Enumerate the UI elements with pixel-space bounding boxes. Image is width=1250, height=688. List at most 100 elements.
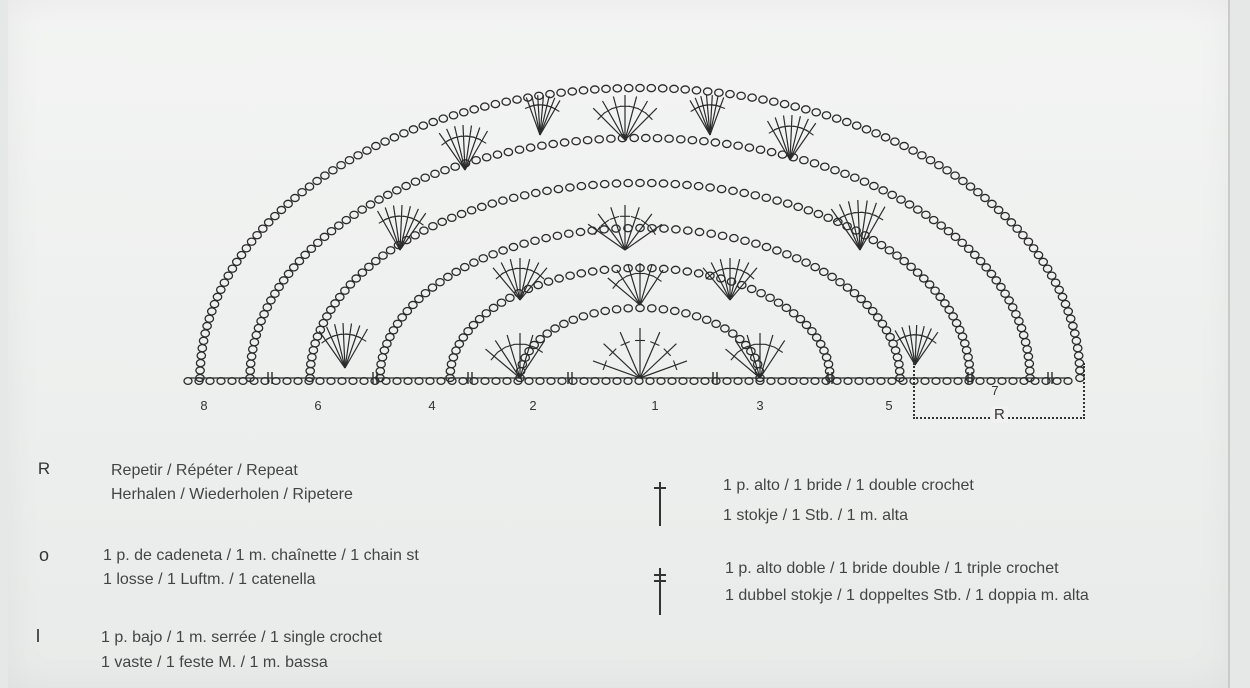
chain-stitch-290	[761, 193, 772, 203]
stitch-stem-751	[539, 95, 550, 136]
stitch-stem-729	[592, 107, 626, 141]
chain-stitch-435	[198, 336, 209, 346]
chain-stitch-282	[670, 179, 681, 189]
chain-stitch-159	[811, 333, 822, 342]
stitch-stem-673	[830, 208, 861, 251]
chain-stitch-493	[657, 84, 668, 93]
repeat-bracket-left	[913, 363, 917, 419]
chain-stitch-161	[819, 346, 829, 355]
stitch-bar-582	[737, 346, 746, 353]
chain-stitch-486	[578, 86, 589, 95]
chain-stitch-233	[894, 366, 905, 376]
chain-stitch-383	[710, 138, 721, 147]
stitch-bar-728	[804, 129, 814, 136]
stitch-stem-581	[734, 340, 761, 379]
chain-stitch-366	[514, 145, 525, 154]
chain-stitch-333	[259, 309, 269, 319]
chain-stitch-484	[556, 88, 566, 97]
chain-stitch-449	[246, 237, 257, 246]
stitch-bar-742	[644, 112, 653, 121]
chain-stitch-259	[419, 226, 429, 235]
chain-stitch-313	[944, 305, 955, 315]
stitch-stem-611	[519, 258, 531, 301]
row-label-1: 1	[651, 398, 659, 413]
chain-stitch-193	[552, 231, 563, 241]
chain-stitch-367	[525, 143, 536, 152]
stitch-stem-725	[789, 118, 809, 161]
stitch-stem-563	[639, 343, 677, 379]
triple-crochet-icon	[654, 568, 666, 615]
stitch-stem-619	[710, 262, 731, 301]
chain-stitch-92	[568, 315, 579, 325]
legend-triple-line1: 1 p. alto doble / 1 bride double / 1 tri…	[725, 560, 1059, 577]
chain-stitch-506	[800, 105, 811, 114]
chain-stitch-476	[469, 105, 480, 114]
chain-stitch-502	[758, 95, 768, 104]
chain-stitch-379	[664, 134, 674, 143]
stitch-stem-755	[539, 100, 561, 136]
chain-stitch-416	[996, 282, 1006, 292]
chain-stitch-496	[691, 86, 702, 95]
chain-stitch-137	[599, 265, 610, 275]
chain-stitch-458	[304, 182, 315, 191]
chain-stitch-205	[694, 227, 705, 237]
chain-stitch-431	[195, 366, 205, 375]
chain-stitch-447	[236, 250, 247, 260]
chain-stitch-340	[288, 263, 299, 272]
chain-stitch-393	[819, 162, 830, 171]
chain-stitch-30	[502, 376, 512, 386]
stitch-bar-596	[626, 272, 636, 277]
chain-stitch-384	[721, 139, 732, 149]
stitch-bar-584	[745, 343, 756, 348]
chain-stitch-204	[682, 226, 693, 235]
chain-stitch-28	[480, 376, 490, 386]
chain-stitch-281	[658, 179, 669, 188]
chain-stitch-98	[635, 303, 645, 313]
stitch-stem-663	[908, 325, 916, 366]
chain-stitch-215	[801, 258, 811, 267]
chain-stitch-325	[245, 366, 256, 376]
chain-stitch-100	[658, 305, 669, 314]
chain-stitch-423	[1018, 330, 1029, 340]
chain-stitch-279	[635, 178, 645, 188]
stitch-stem-633	[597, 213, 626, 251]
chain-stitch-404	[921, 210, 931, 220]
stitch-stem-651	[342, 322, 346, 369]
chain-stitch-275	[588, 180, 598, 190]
chain-stitch-400	[887, 190, 898, 200]
chain-stitch-396	[849, 173, 860, 182]
chain-stitch-307	[912, 268, 923, 277]
chain-stitch-62	[854, 376, 864, 386]
chain-stitch-200	[635, 223, 645, 233]
chain-stitch-153	[773, 298, 784, 307]
chain-stitch-500	[736, 91, 746, 101]
chain-stitch-456	[290, 193, 300, 203]
chain-stitch-192	[541, 233, 551, 243]
stitch-stem-719	[782, 115, 791, 161]
chain-stitch-347	[333, 221, 344, 230]
chain-stitch-519	[925, 155, 936, 165]
chain-stitch-531	[1012, 224, 1023, 233]
stitch-stem-727	[789, 122, 817, 161]
chain-stitch-276	[599, 179, 610, 189]
chain-stitch-75	[997, 376, 1007, 386]
chain-stitch-460	[320, 171, 330, 180]
stitch-stem-561	[639, 331, 661, 379]
chain-stitch-407	[943, 226, 954, 236]
chain-stitch-236	[305, 366, 316, 376]
chain-stitch-395	[840, 169, 850, 179]
chain-stitch-211	[761, 242, 772, 252]
stitch-stem-645	[318, 330, 346, 369]
stitch-bar-572	[505, 343, 516, 348]
stitch-bar-734	[611, 105, 622, 110]
chain-stitch-152	[765, 293, 775, 303]
chain-stitch-308	[918, 274, 929, 283]
stitch-bar-616	[536, 272, 545, 280]
chain-stitch-41	[623, 376, 633, 386]
chain-stitch-539	[1050, 278, 1061, 287]
chain-stitch-116	[445, 366, 456, 376]
chain-stitch-437	[202, 321, 212, 331]
chain-stitch-411	[969, 250, 980, 260]
chain-stitch-312	[940, 299, 950, 308]
